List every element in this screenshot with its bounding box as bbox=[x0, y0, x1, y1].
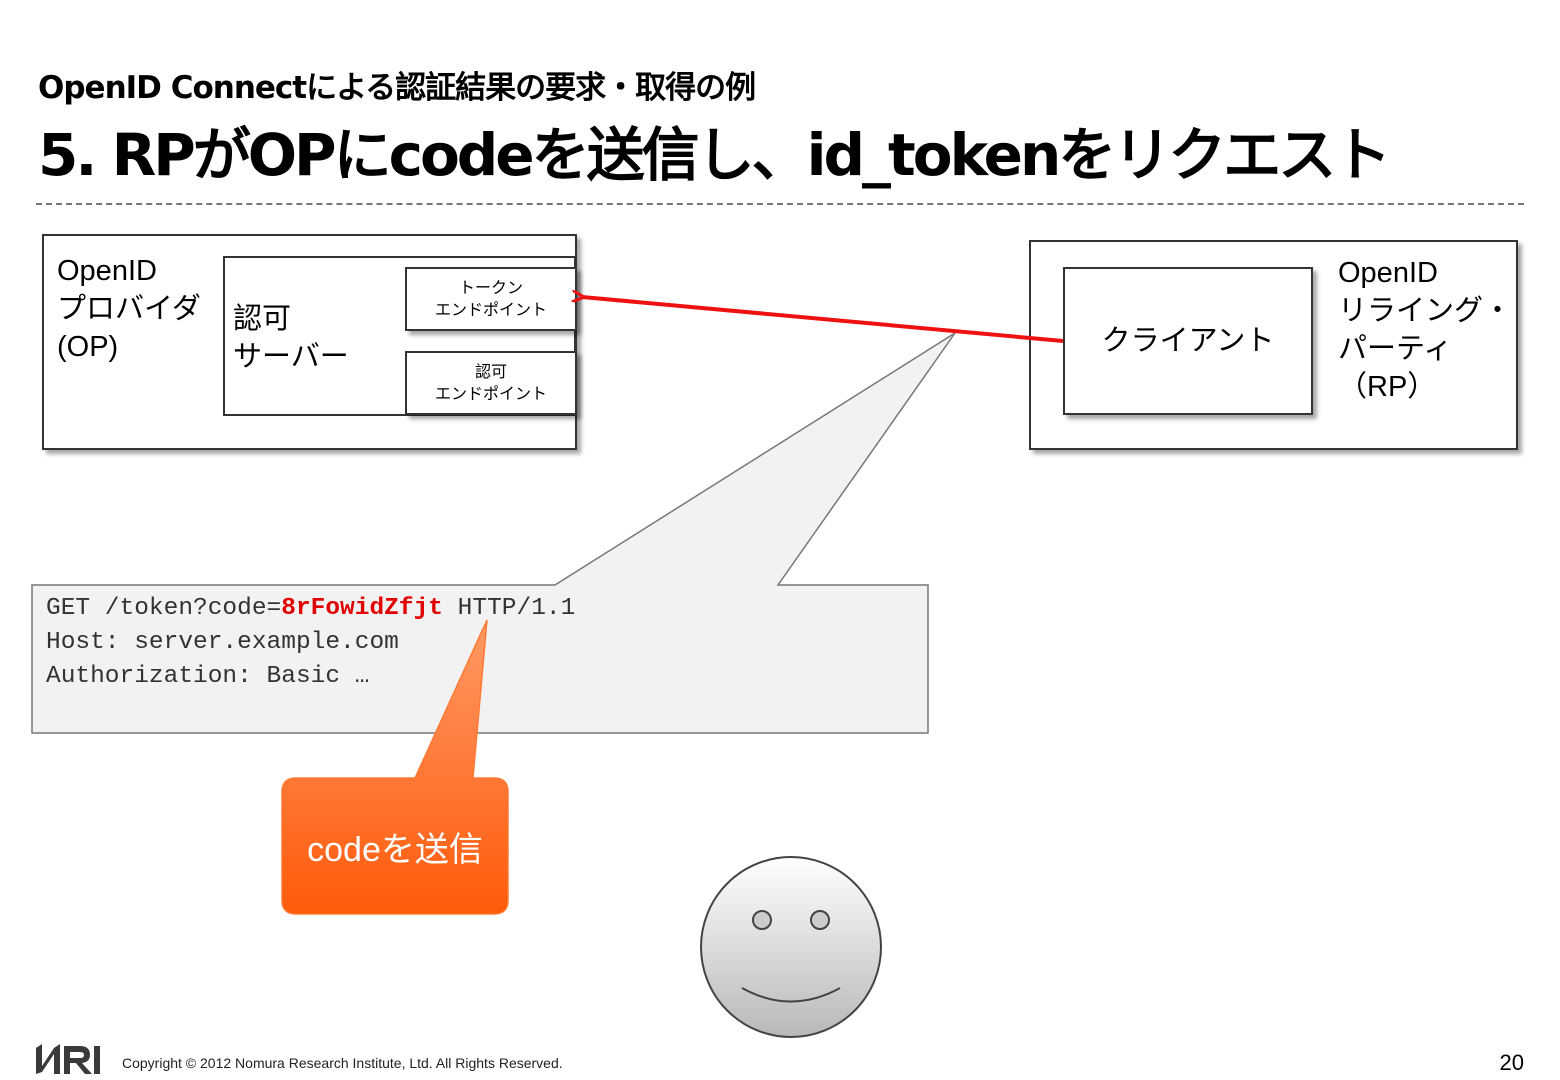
authz-endpoint-line: エンドポイント bbox=[434, 384, 547, 403]
slide-title: 5. RPがOPにcodeを送信し、id_tokenをリクエスト bbox=[38, 121, 1391, 189]
request-line1-suffix: HTTP/1.1 bbox=[442, 595, 576, 622]
http-request-code: GET /token?code=8rFowidZfjt HTTP/1.1 Hos… bbox=[46, 592, 575, 694]
op-label-line: OpenID bbox=[57, 255, 157, 287]
send-code-callout-label: codeを送信 bbox=[307, 830, 483, 869]
request-line2: Host: server.example.com bbox=[46, 629, 399, 656]
auth-server-line: サーバー bbox=[233, 341, 349, 373]
authorization-server-label: 認可 サーバー bbox=[233, 300, 349, 376]
rp-label-line: OpenID bbox=[1338, 257, 1438, 289]
title-divider bbox=[36, 203, 1524, 205]
token-endpoint-line: エンドポイント bbox=[434, 300, 547, 319]
rp-label-line: パーティ bbox=[1338, 333, 1453, 365]
request-speech-bubble bbox=[31, 332, 956, 734]
token-endpoint-line: トークン bbox=[458, 278, 523, 297]
client-box: クライアント bbox=[1063, 267, 1313, 415]
op-label-line: (OP) bbox=[57, 331, 119, 363]
client-label: クライアント bbox=[1101, 325, 1275, 357]
op-label-line: プロバイダ bbox=[57, 293, 201, 325]
authz-endpoint-line: 認可 bbox=[474, 362, 507, 381]
copyright-text: Copyright © 2012 Nomura Research Institu… bbox=[122, 1055, 563, 1071]
op-label: OpenID プロバイダ (OP) bbox=[57, 252, 201, 366]
rp-label-line: リライング・ bbox=[1338, 295, 1513, 327]
request-line3: Authorization: Basic … bbox=[46, 663, 370, 690]
rp-label-line: （RP） bbox=[1338, 371, 1437, 403]
authorization-code-value: 8rFowidZfjt bbox=[281, 595, 443, 622]
rp-label: OpenID リライング・ パーティ （RP） bbox=[1338, 254, 1512, 406]
slide-subtitle: OpenID Connectによる認証結果の要求・取得の例 bbox=[38, 70, 756, 106]
page-number: 20 bbox=[1499, 1050, 1524, 1075]
auth-server-line: 認可 bbox=[233, 303, 292, 335]
request-line1-prefix: GET /token?code= bbox=[46, 595, 282, 622]
authorization-endpoint-box: 認可 エンドポイント bbox=[405, 351, 577, 415]
token-endpoint-box: トークン エンドポイント bbox=[405, 267, 577, 331]
